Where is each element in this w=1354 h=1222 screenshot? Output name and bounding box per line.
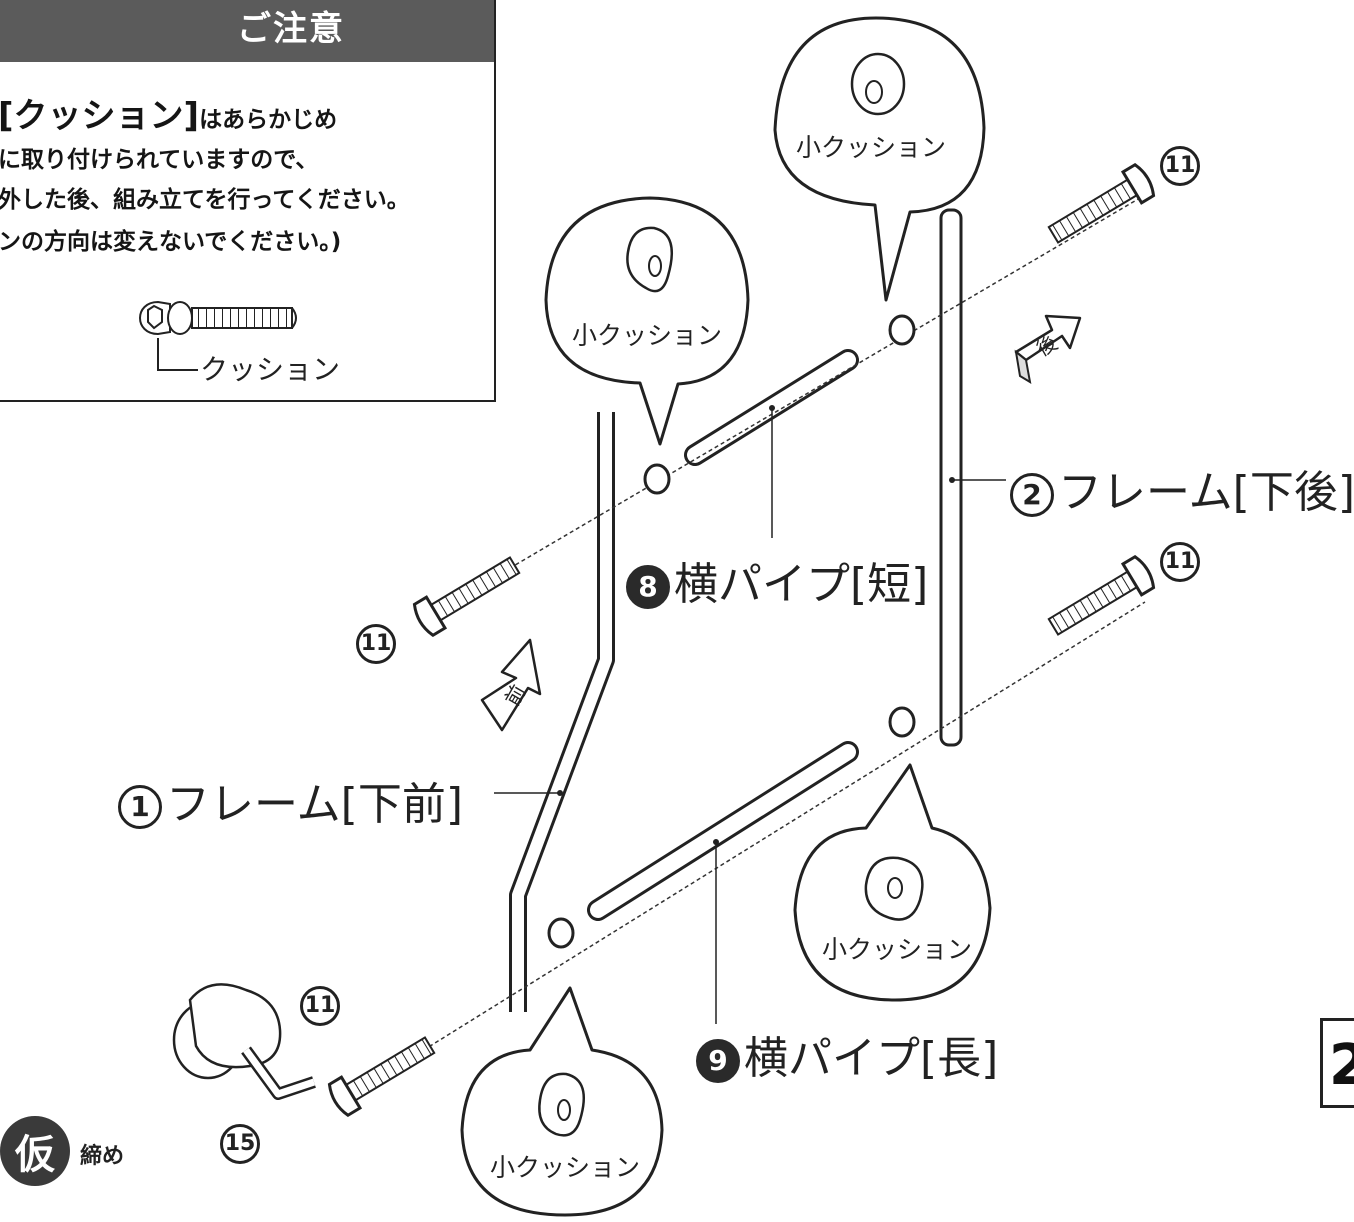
- hand-with-hex-key-icon: [172, 983, 316, 1100]
- cushion-3: [888, 706, 916, 738]
- bubble-lower-right-text: 小クッション: [822, 935, 973, 964]
- notice-line-3: 外した後、組み立てを行ってください。: [0, 187, 410, 213]
- cushion-1: [643, 463, 671, 495]
- label-part-15: 15: [220, 1116, 264, 1167]
- notice-line-1-rest: はあらかじめ: [199, 107, 338, 133]
- notice-cushion-label: クッション: [200, 353, 341, 386]
- label-part-11-bottom: 11: [300, 978, 344, 1029]
- bubble-upper-left-text: 小クッション: [572, 321, 723, 350]
- cushion-2: [888, 314, 916, 346]
- temporary-tighten-text: 締め: [80, 1144, 125, 1169]
- part-15-number: 15: [220, 1124, 260, 1164]
- part-11-number: 11: [356, 624, 396, 664]
- pipe-long: [587, 741, 859, 921]
- part-11-number: 11: [1160, 146, 1200, 186]
- part-11-number: 11: [1160, 542, 1200, 582]
- notice-box: ご注意 [クッション]はあらかじめ に取り付けられていますので、 外した後、組み…: [0, 0, 496, 402]
- bolt-11-bottom: [327, 1036, 436, 1118]
- part-8-name: 横パイプ[短]: [674, 559, 929, 610]
- part-9-name: 横パイプ[長]: [744, 1033, 999, 1084]
- temporary-tighten-badge: 仮: [0, 1116, 70, 1186]
- bubble-top-text: 小クッション: [796, 133, 947, 162]
- part-11-number: 11: [300, 986, 340, 1026]
- part-8-number: 8: [626, 565, 670, 609]
- arrow-back-icon: [1014, 314, 1082, 384]
- cushion-4: [547, 917, 575, 949]
- bolt-11-left: [412, 556, 521, 638]
- bubble-bottom: [460, 986, 664, 1217]
- notice-cushion-emphasis: [クッション]: [0, 96, 200, 136]
- part-9-number: 9: [696, 1039, 740, 1083]
- notice-title: ご注意: [0, 0, 494, 62]
- bolt-11-upper-mid: [1047, 554, 1156, 636]
- notice-line-2: に取り付けられていますので、: [0, 147, 319, 173]
- label-part-11-left: 11: [356, 616, 400, 667]
- part-2-number: 2: [1010, 473, 1054, 517]
- arrow-front-icon: [480, 638, 542, 732]
- bolt-11-top: [1047, 162, 1156, 244]
- notice-leader-line: [157, 338, 198, 371]
- bubble-top: [773, 16, 986, 302]
- page-number: 2: [1320, 1018, 1354, 1108]
- notice-bolt-icon: [139, 300, 297, 336]
- label-part-11-top: 11: [1160, 138, 1204, 189]
- bubble-lower-right: [793, 763, 992, 1002]
- part-2-name: フレーム[下後]: [1058, 467, 1354, 518]
- bubble-bottom-text: 小クッション: [490, 1153, 641, 1182]
- notice-line-1: [クッション]はあらかじめ: [0, 88, 337, 137]
- part-1-number: 1: [118, 785, 162, 829]
- part-1-name: フレーム[下前]: [166, 779, 464, 830]
- bubble-upper-left: [544, 196, 750, 446]
- label-part-11-mid: 11: [1160, 534, 1204, 585]
- notice-line-4: ンの方向は変えないでください。): [0, 229, 342, 255]
